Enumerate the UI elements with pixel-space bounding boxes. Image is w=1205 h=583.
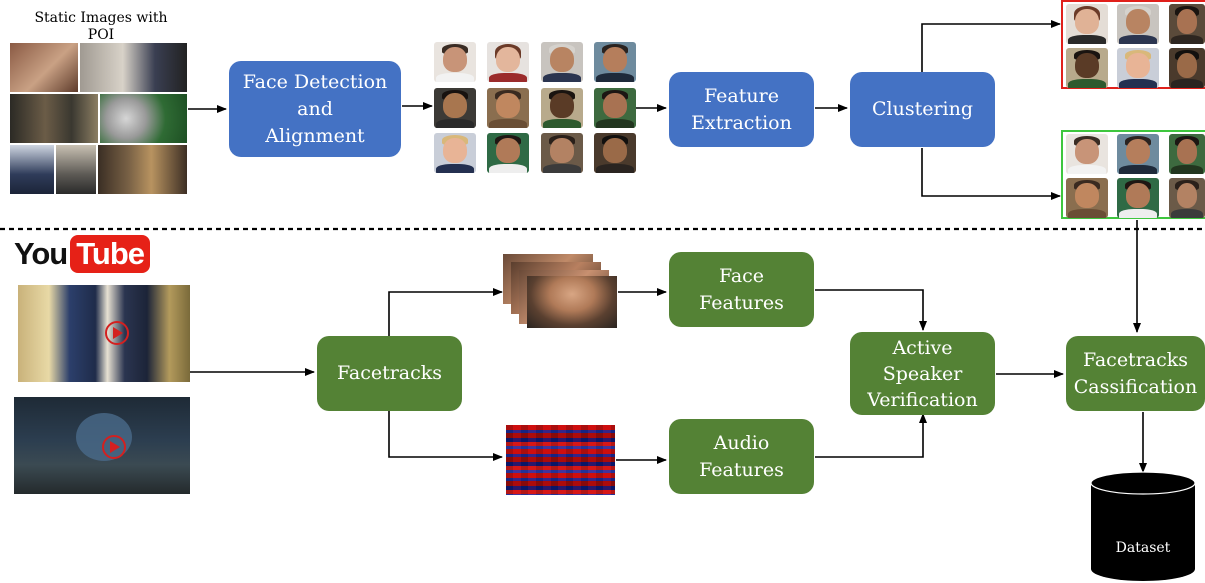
photo-2 <box>80 43 187 92</box>
active-speaker-verification-box: Active Speaker Verification <box>850 332 995 415</box>
static-images-caption: Static Images with POI <box>34 10 168 43</box>
audio-features-box: Audio Features <box>669 419 814 494</box>
arrow-facefeatures-to-asv <box>815 289 927 331</box>
static-images-collage <box>10 43 187 194</box>
face-thumbnail <box>1117 4 1159 44</box>
clustering-box: Clustering <box>850 72 995 147</box>
play-icon <box>105 321 129 345</box>
face-thumbnail <box>1066 178 1108 218</box>
rejected-face-cluster <box>1061 0 1205 89</box>
arrow-facetracks-to-facecrops <box>388 288 503 336</box>
face-thumbnail <box>541 133 583 173</box>
face-thumbnail <box>1169 4 1205 44</box>
face-crop-stack <box>503 254 617 328</box>
face-thumbnail <box>487 88 529 128</box>
play-icon <box>76 413 132 461</box>
aligned-faces-grid <box>434 42 636 173</box>
face-thumbnail <box>541 88 583 128</box>
face-thumbnail <box>1117 134 1159 174</box>
accepted-face-cluster <box>1061 130 1205 219</box>
face-thumbnail <box>594 42 636 82</box>
photo-5 <box>10 145 54 194</box>
arrow-clustering-to-green <box>921 148 1061 200</box>
face-crop-frame <box>527 276 617 328</box>
feature-extraction-box: Feature Extraction <box>669 72 814 147</box>
face-thumbnail <box>1117 48 1159 88</box>
face-thumbnail <box>1169 134 1205 174</box>
arrow-facetracks-to-spectrogram <box>388 410 503 461</box>
video-thumbnail-2 <box>14 397 190 494</box>
audio-spectrogram <box>506 425 615 495</box>
dataset-cylinder <box>1090 471 1196 581</box>
video-thumbnail-1 <box>18 285 190 382</box>
face-thumbnail <box>434 88 476 128</box>
photo-4 <box>100 94 187 143</box>
face-features-box: Face Features <box>669 252 814 327</box>
face-detection-alignment-box: Face Detection and Alignment <box>229 61 401 157</box>
face-thumbnail <box>1066 134 1108 174</box>
face-thumbnail <box>434 133 476 173</box>
face-thumbnail <box>1169 48 1205 88</box>
photo-6 <box>56 145 96 194</box>
youtube-logo-you: You <box>14 236 68 271</box>
face-thumbnail <box>541 42 583 82</box>
photo-1 <box>10 43 78 92</box>
face-thumbnail <box>594 88 636 128</box>
face-thumbnail <box>434 42 476 82</box>
arrow-clustering-to-red <box>921 20 1061 72</box>
facetracks-box: Facetracks <box>317 336 462 411</box>
facetracks-classification-box: Facetracks Cassification <box>1066 336 1205 411</box>
photo-7 <box>98 145 187 194</box>
youtube-logo: You Tube <box>14 235 150 273</box>
youtube-logo-tube: Tube <box>70 235 150 273</box>
spectrogram-overlay <box>506 425 615 495</box>
face-thumbnail <box>1117 178 1159 218</box>
face-thumbnail <box>1066 4 1108 44</box>
face-thumbnail <box>1066 48 1108 88</box>
face-thumbnail <box>1169 178 1205 218</box>
face-thumbnail <box>594 133 636 173</box>
face-thumbnail <box>487 42 529 82</box>
arrow-audiofeatures-to-asv <box>815 413 927 458</box>
dataset-label: Dataset <box>1115 540 1171 556</box>
face-thumbnail <box>487 133 529 173</box>
photo-3 <box>10 94 98 143</box>
